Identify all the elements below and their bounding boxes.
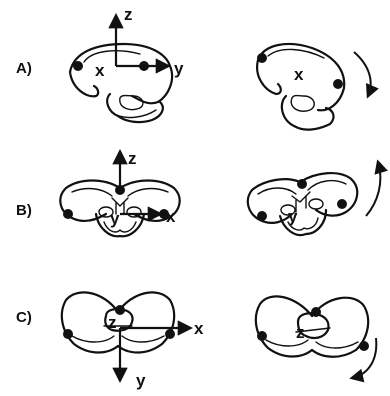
panel-c-y-label: y xyxy=(136,371,146,390)
landmark-dot xyxy=(63,209,73,219)
landmark-dot xyxy=(257,211,267,221)
landmark-dot xyxy=(337,199,347,209)
panel-a-z-label: z xyxy=(124,5,133,24)
panel-a-y-label: y xyxy=(174,59,184,78)
panel-b-y-label: y xyxy=(110,209,120,228)
landmark-dot xyxy=(311,307,321,317)
panel-b-right-y-label: y xyxy=(288,207,298,226)
panel-a-label: A) xyxy=(16,60,32,77)
panel-a-left-pelvis xyxy=(70,44,172,122)
landmark-dot xyxy=(257,53,267,63)
panel-c-x-label: x xyxy=(194,319,204,338)
panel-a-axes: z x y xyxy=(73,5,184,80)
landmark-dot xyxy=(297,179,307,189)
counterclockwise-rotation-arrow-icon xyxy=(366,162,380,216)
landmark-dot xyxy=(257,331,267,341)
landmark-dot xyxy=(115,185,125,195)
clockwise-rotation-arrow-icon xyxy=(354,52,371,96)
panel-b-right-markers: y xyxy=(257,179,347,226)
panel-b-z-label: z xyxy=(128,149,137,168)
panel-b-axes: z y x xyxy=(63,149,176,228)
landmark-dot xyxy=(159,209,169,219)
panel-c-left-pelvis xyxy=(62,292,174,352)
panel-c-right-pelvis xyxy=(256,296,368,356)
panel-a-right-x-label: x xyxy=(294,65,304,84)
panel-c-z-label: z xyxy=(108,313,117,332)
landmark-dot xyxy=(139,61,149,71)
panel-b-label: B) xyxy=(16,202,32,219)
panel-a-right-pelvis xyxy=(257,44,344,130)
landmark-dot xyxy=(333,79,343,89)
panel-a-x-label: x xyxy=(95,61,105,80)
panel-c-right-z-label: z xyxy=(296,323,305,342)
landmark-dot xyxy=(73,61,83,71)
landmark-dot xyxy=(165,329,175,339)
landmark-dot xyxy=(63,329,73,339)
landmark-dot xyxy=(359,341,369,351)
landmark-dot xyxy=(115,305,125,315)
panel-c-label: C) xyxy=(16,309,32,326)
